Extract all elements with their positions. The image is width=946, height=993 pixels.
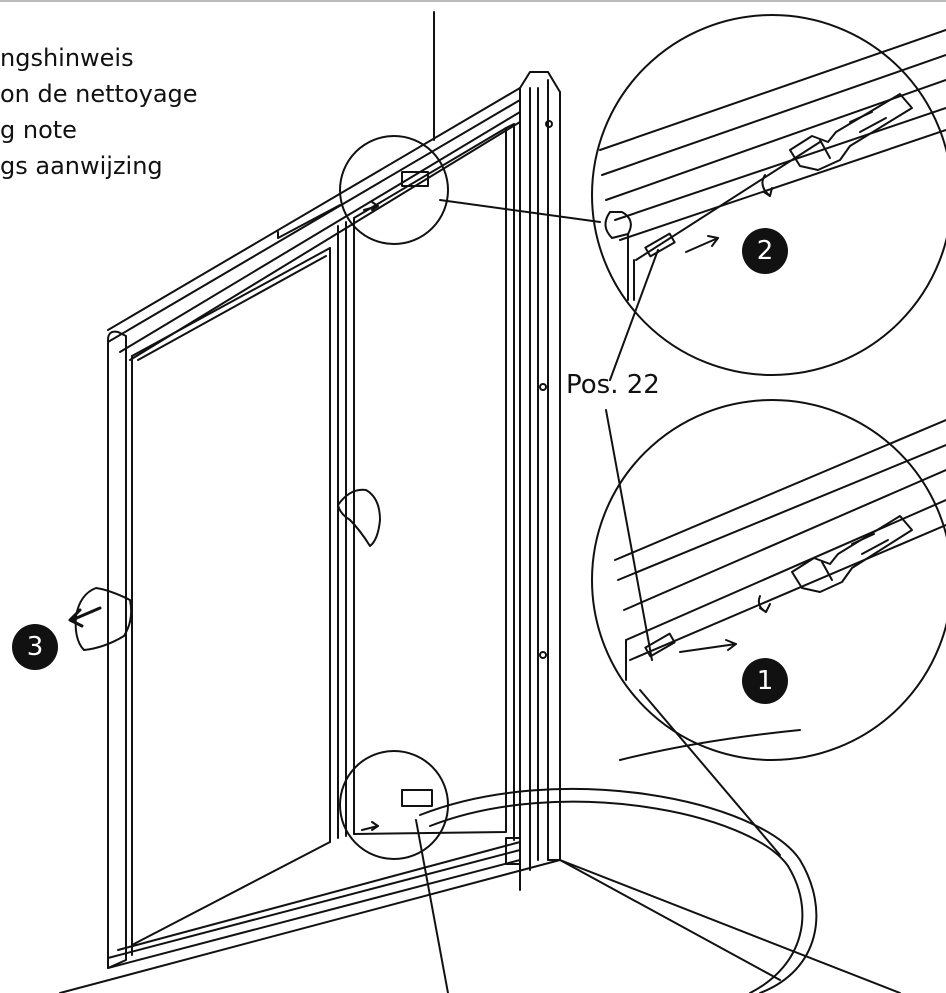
screwdriver-icon-2 [791,515,913,593]
part-label: Pos. 22 [566,370,660,400]
arrow-icon [68,606,102,628]
top-fitting [363,171,429,211]
right-door-panel [353,123,521,865]
left-door-panel [131,247,331,946]
shower-tray-curve [419,787,818,993]
top-callout-leader [439,199,601,223]
middle-stile [329,217,355,843]
shower-tray-inner-curve [429,800,804,993]
top-detail-callout [339,135,449,245]
bottom-fitting [361,789,433,831]
zoom-detail-1 [591,399,946,761]
top-rail [107,87,521,361]
step-badge-2: 2 [742,228,788,274]
bottom-detail-callout [339,750,449,860]
hand-icon-upper [337,488,381,547]
heading-line: on de nettoyage [0,80,198,108]
zoom-detail-2 [591,14,946,376]
hand-icon-lower [74,587,133,651]
pos-leader-upper [609,249,659,381]
bottom-rail [107,841,521,969]
floor-lines [59,689,901,993]
bottom-callout-leader [415,819,449,993]
heading-line: gs aanwijzing [0,152,163,180]
pos-leader-lower [605,409,653,661]
heading-line: g note [0,116,77,144]
step-badge-1: 1 [742,658,788,704]
heading-line: ngshinweis [0,44,134,72]
screwdriver-icon [789,93,913,171]
wall-profile [519,71,561,891]
left-door-stile [107,330,133,969]
step-badge-3: 3 [12,624,58,670]
heading-text-block: ngshinweis on de nettoyage g note gs aan… [0,40,260,184]
